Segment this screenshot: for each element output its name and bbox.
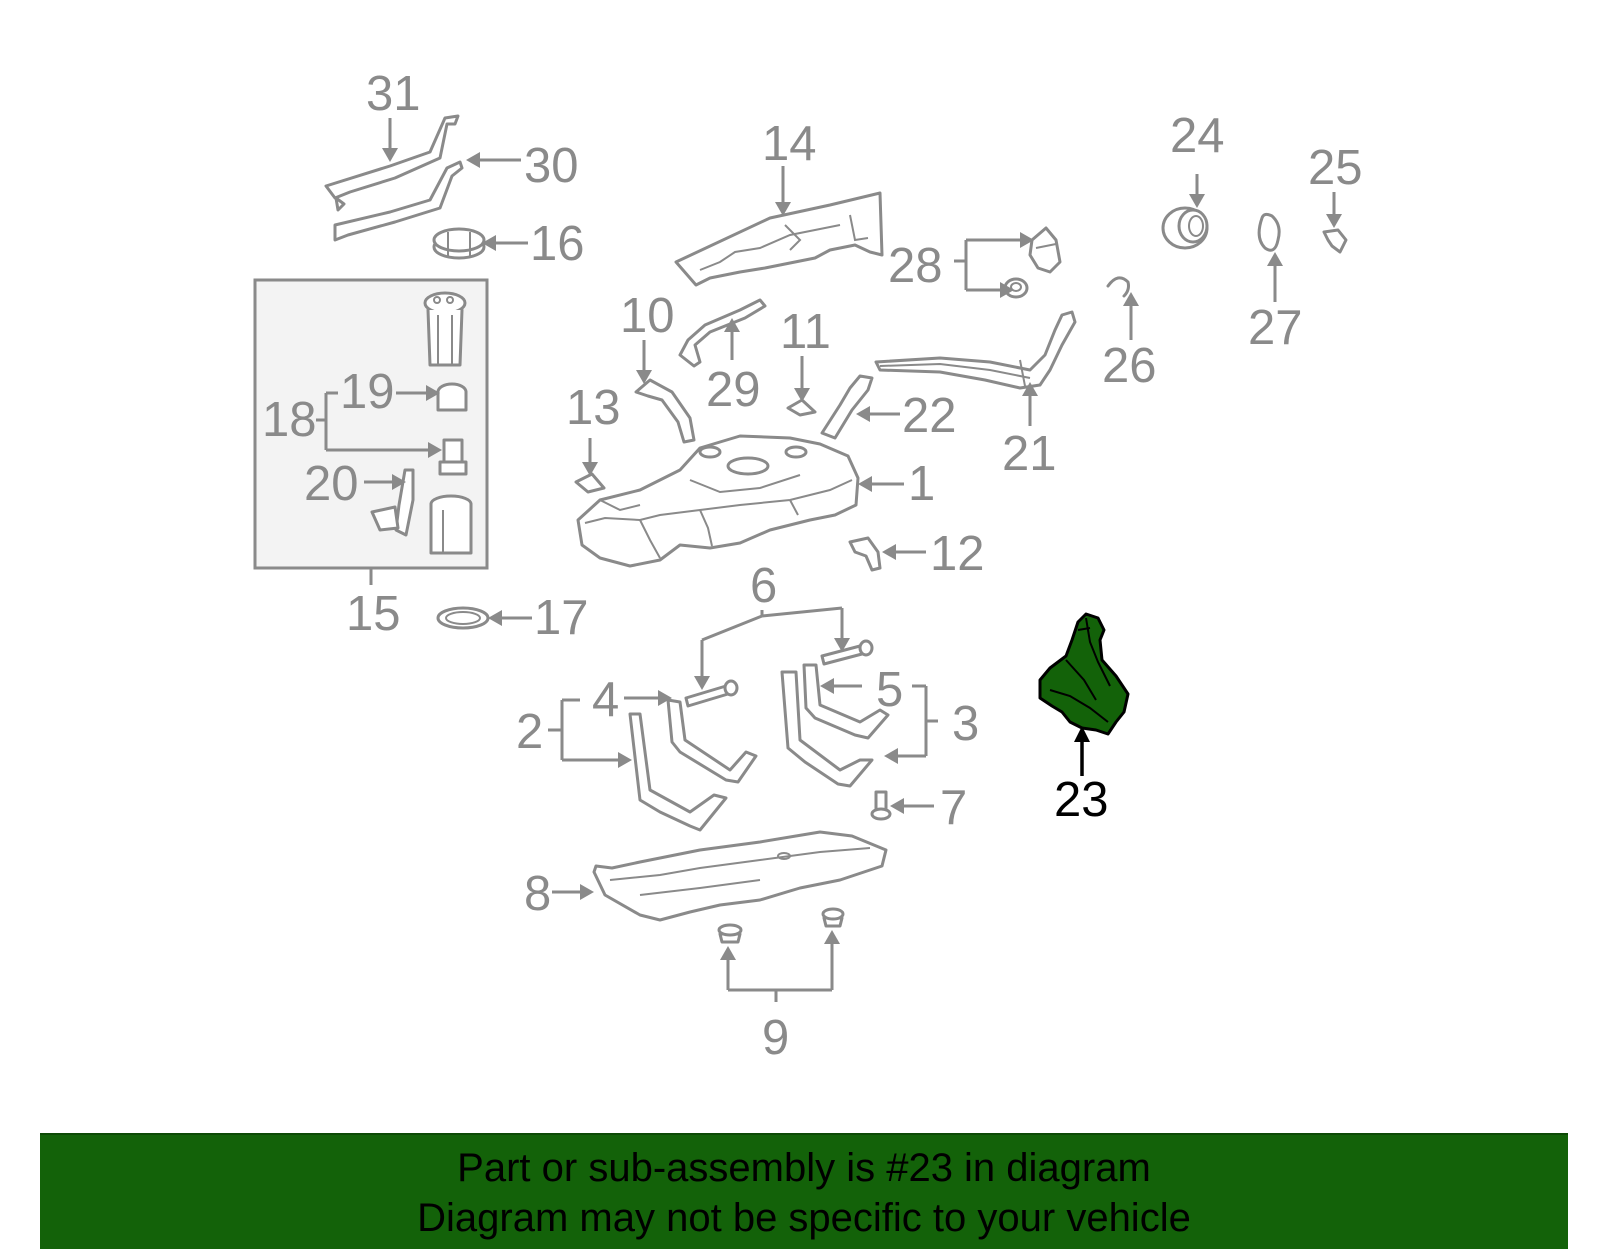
callout-1: 1 [908, 457, 935, 511]
callout-13: 13 [566, 381, 621, 435]
part-fuel-pump-module [423, 291, 467, 367]
part-1-fuel-tank [576, 434, 860, 568]
banner-line-disclaimer: Diagram may not be specific to your vehi… [417, 1196, 1191, 1240]
part-5-tank-strap [802, 663, 890, 740]
part-21-filler-pipe [874, 310, 1077, 390]
part-8-skid-plate [592, 830, 888, 922]
part-19-filter [436, 382, 468, 412]
part-18-sender [438, 438, 468, 476]
callout-3: 3 [952, 697, 979, 751]
callout-29: 29 [706, 363, 761, 417]
callout-15: 15 [346, 587, 401, 641]
callout-21: 21 [1002, 427, 1057, 481]
part-12-bracket [848, 536, 882, 572]
callout-24: 24 [1170, 109, 1225, 163]
part-9-clips [717, 907, 845, 944]
callout-labels: 31 30 16 14 24 25 28 27 26 10 11 29 13 2… [262, 67, 1363, 1065]
callout-14: 14 [762, 117, 817, 171]
callout-12: 12 [930, 527, 985, 581]
part-26-clip [1106, 276, 1130, 298]
part-16-lock-ring [432, 227, 486, 260]
part-6-bolt [684, 639, 874, 708]
part-13-pad [574, 472, 606, 494]
banner-line-part-number: Part or sub-assembly is #23 in diagram [457, 1146, 1151, 1190]
leader-lines [316, 118, 1342, 1002]
part-14-heat-shield [674, 191, 884, 287]
callout-11: 11 [780, 305, 831, 359]
part-11-clip [786, 398, 817, 417]
callout-10: 10 [620, 289, 675, 343]
part-28-cap-assembly [1003, 226, 1062, 299]
part-strainer [429, 494, 473, 555]
callout-31: 31 [366, 67, 421, 121]
part-31-fuel-line [324, 114, 464, 242]
callout-19: 19 [340, 365, 395, 419]
part-20-bracket [370, 468, 415, 537]
part-10-strap [634, 378, 696, 444]
part-23-highlighted[interactable] [1038, 612, 1130, 736]
callout-7: 7 [940, 781, 967, 835]
callout-23-highlighted[interactable]: 23 [1054, 773, 1109, 827]
callout-28: 28 [888, 239, 943, 293]
callout-25: 25 [1308, 141, 1363, 195]
part-29-vent-tube [678, 298, 767, 368]
callout-16: 16 [530, 217, 585, 271]
part-22-hose [820, 374, 874, 440]
part-17-gasket [436, 606, 490, 630]
part-24-grommet [1161, 206, 1209, 250]
callout-2: 2 [516, 705, 543, 759]
callout-26: 26 [1102, 339, 1157, 393]
part-25-clip [1322, 228, 1348, 254]
callout-9: 9 [762, 1011, 789, 1065]
callout-17: 17 [534, 591, 589, 645]
part-27-seal [1257, 212, 1281, 252]
callout-6: 6 [750, 559, 777, 613]
callout-18: 18 [262, 393, 317, 447]
callout-5: 5 [876, 663, 903, 717]
part-2-tank-strap [628, 712, 728, 832]
callout-22: 22 [902, 389, 957, 443]
part-7-bolt [870, 790, 892, 821]
callout-4: 4 [592, 673, 619, 727]
callout-8: 8 [524, 867, 551, 921]
part-4-tank-strap [666, 698, 758, 784]
callout-27: 27 [1248, 301, 1303, 355]
info-banner: Part or sub-assembly is #23 in diagram D… [40, 1133, 1568, 1249]
callout-30: 30 [524, 139, 579, 193]
part-3-tank-strap [780, 670, 874, 788]
callout-20: 20 [304, 457, 359, 511]
